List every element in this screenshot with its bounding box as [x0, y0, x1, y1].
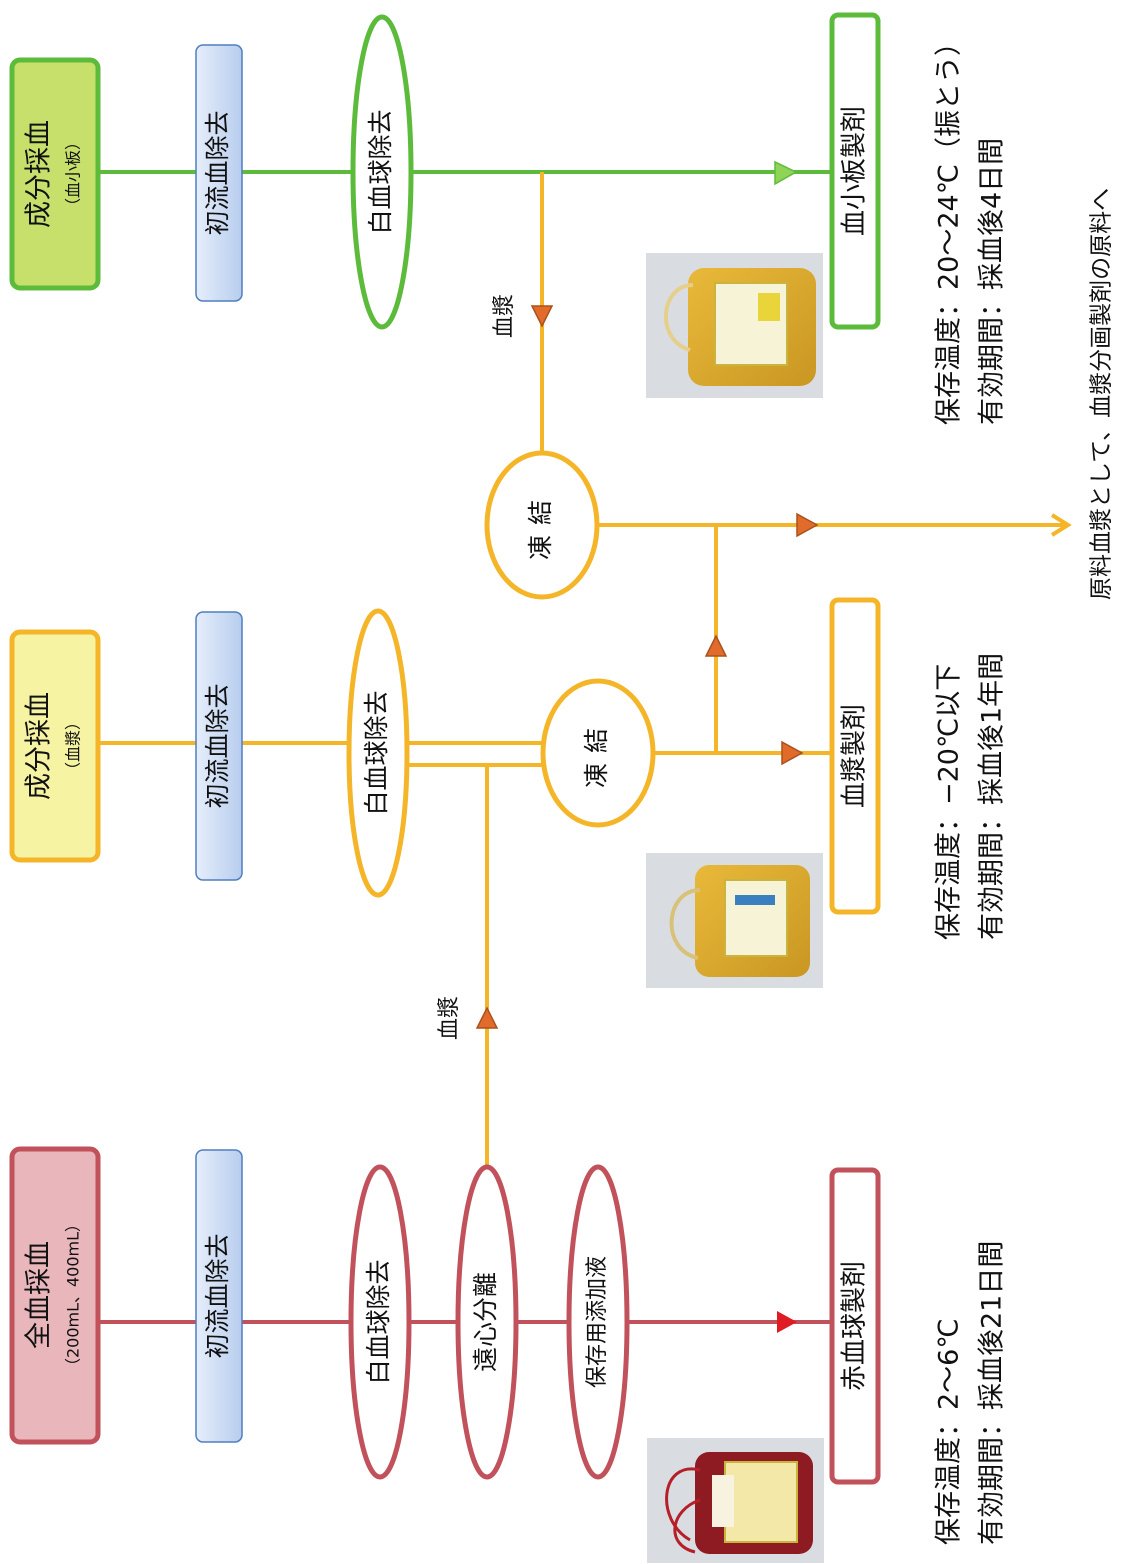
step-label-leuko-platelet: 白血球除去 — [366, 109, 395, 234]
pre-filter-label-plasma: 初流血除去 — [203, 683, 232, 808]
step-centrifuge — [455, 1164, 519, 1480]
source-box-whole-blood — [9, 1146, 101, 1445]
step-leukoreduction-plasma — [346, 608, 410, 898]
red-arrow-icon — [777, 1311, 797, 1333]
product-label-platelet: 血小板製剤 — [840, 106, 870, 236]
step-label-leuko-plasma: 白血球除去 — [362, 690, 391, 815]
storage-temp-rbc: 保存温度：2〜6℃ — [934, 1318, 965, 1545]
freeze-label-top: 凍結 — [526, 490, 555, 560]
raw-plasma-arrow-icon — [796, 512, 819, 538]
storage-temp-platelet: 保存温度：20〜24℃（振とう） — [934, 29, 965, 425]
step-label-leuko-whole: 白血球除去 — [364, 1259, 393, 1384]
source-sub-platelet: （血小板） — [64, 134, 83, 214]
source-box-platelet — [9, 57, 101, 291]
source-sub-plasma: （血漿） — [64, 714, 83, 778]
raw-plasma-end-arrow-icon — [1050, 513, 1072, 537]
rbc-bag-image — [647, 1438, 824, 1563]
raw-material-note: 原料血漿として、血漿分画製剤の原料へ — [1089, 188, 1115, 600]
source-title-plasma: 成分採血 — [24, 692, 55, 800]
plasma-down-arrow-icon — [530, 305, 554, 328]
plasma-bag-image — [646, 853, 823, 988]
product-box-rbc — [829, 1167, 881, 1485]
step-leukoreduction-whole — [348, 1164, 412, 1480]
pre-filter-label-whole: 初流血除去 — [203, 1233, 232, 1358]
product-label-rbc: 赤血球製剤 — [840, 1261, 870, 1391]
expiry-plasma: 有効期間：採血後1年間 — [977, 653, 1008, 940]
source-sub-whole: （200mL、400mL） — [64, 1216, 83, 1374]
product-box-platelet — [829, 12, 881, 330]
pre-filter-box-whole — [195, 1149, 243, 1443]
product-label-plasma: 血漿製剤 — [840, 704, 870, 808]
expiry-platelet: 有効期間：採血後4日間 — [977, 138, 1008, 425]
freeze-label-plasma: 凍結 — [582, 718, 611, 788]
plasma-up-arrow2-icon — [704, 634, 728, 657]
source-box-plasma — [9, 629, 101, 863]
source-title-platelet: 成分採血 — [24, 120, 55, 228]
step-label-centrifuge: 遠心分離 — [471, 1272, 500, 1372]
storage-temp-plasma: 保存温度：−20℃以下 — [934, 664, 965, 940]
pre-filter-box-platelet — [195, 44, 243, 302]
step-freeze-plasma — [540, 678, 656, 828]
step-freeze-top — [484, 450, 600, 600]
platelet-bag-image — [646, 253, 823, 398]
product-box-plasma — [829, 597, 881, 915]
plasma-flow — [100, 512, 1072, 767]
plasma-label-whole: 血漿 — [437, 996, 462, 1040]
source-title-whole: 全血採血 — [24, 1241, 55, 1349]
plasma-up-arrow-icon — [475, 1006, 499, 1029]
plasma-label-platelet: 血漿 — [492, 294, 517, 338]
green-arrow-icon — [774, 160, 798, 186]
step-additive — [566, 1164, 630, 1480]
step-leukoreduction-platelet — [350, 14, 414, 330]
expiry-rbc: 有効期間：採血後21日間 — [977, 1241, 1008, 1545]
pre-filter-label-platelet: 初流血除去 — [203, 110, 232, 235]
pre-filter-box-plasma — [195, 611, 243, 881]
step-label-additive: 保存用添加液 — [585, 1256, 610, 1388]
plasma-right-arrow-icon — [781, 740, 804, 766]
